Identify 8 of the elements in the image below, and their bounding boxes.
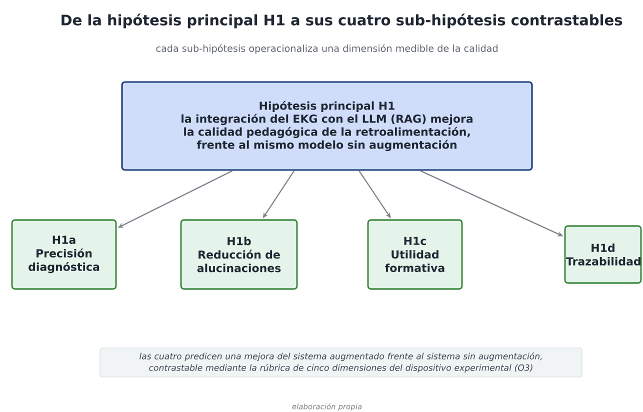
note-box: las cuatro predicen una mejora del sistema augmentado frente al sistema sin augmentación, contrastable mediante la rúbrica de cinco dimensiones del dispositivo experimental (O3): [100, 348, 582, 378]
sub-hypothesis-box: H1b Reducción de alucinaciones: [180, 219, 298, 290]
subtitle: cada sub-hipótesis operacionaliza una dimensión medible de la calidad: [156, 44, 498, 54]
sub-hypothesis-box: H1a Precisión diagnóstica: [11, 219, 117, 290]
sub-hypothesis-box: H1c Utilidad formativa: [367, 219, 463, 290]
sub-hypothesis-box: H1d Trazabilidad: [564, 225, 642, 284]
title: De la hipótesis principal H1 a sus cuatro sub-hipótesis contrastables: [62, 14, 622, 28]
hypothesis-box: Hipótesis principal H1 la integración del EKG con el LLM (RAG) mejora la calidad pedagógica de la retroalimentación, frente al mismo modelo sin augmentación: [121, 81, 533, 171]
